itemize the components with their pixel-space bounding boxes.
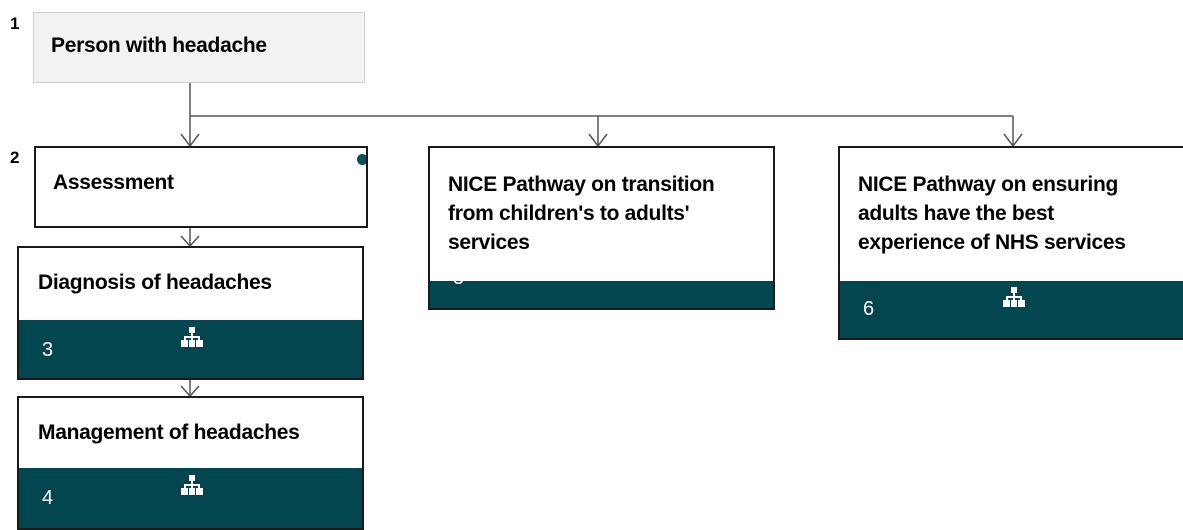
transition-title: NICE Pathway on transition from children…: [448, 170, 715, 257]
assessment-title: Assessment: [53, 171, 174, 194]
management-title: Management of headaches: [38, 421, 300, 444]
assessment-node[interactable]: Assessment: [34, 146, 368, 228]
transition-title-line: from children's to adults': [448, 202, 690, 225]
transition-band: 5: [430, 267, 773, 308]
diagnosis-title: Diagnosis of headaches: [38, 271, 272, 294]
experience-node[interactable]: NICE Pathway on ensuring adults have the…: [838, 146, 1183, 340]
transition-title-line: services: [448, 231, 530, 254]
management-node[interactable]: Management of headaches 4: [17, 396, 364, 530]
info-dot-icon[interactable]: [357, 154, 366, 165]
transition-node[interactable]: NICE Pathway on transition from children…: [428, 146, 775, 310]
diagnosis-band: 3: [19, 320, 362, 378]
experience-band: 6: [840, 281, 1183, 338]
management-band: 4: [19, 468, 362, 528]
experience-number: 6: [863, 298, 875, 320]
pathway-tree-icon[interactable]: [181, 475, 203, 495]
transition-number: 5: [453, 267, 465, 289]
diagnosis-number: 3: [42, 339, 54, 361]
experience-title-line: NICE Pathway on ensuring: [858, 173, 1119, 196]
diagnosis-node[interactable]: Diagnosis of headaches 3: [17, 246, 364, 380]
pathway-tree-icon[interactable]: [181, 327, 203, 347]
pathway-tree-icon[interactable]: [1003, 287, 1025, 307]
experience-title-line: adults have the best: [858, 202, 1054, 225]
experience-title: NICE Pathway on ensuring adults have the…: [858, 170, 1126, 257]
step-number-2: 2: [10, 148, 20, 167]
experience-title-line: experience of NHS services: [858, 231, 1126, 254]
start-node[interactable]: Person with headache: [33, 12, 365, 83]
start-node-title: Person with headache: [51, 34, 267, 57]
step-number-1: 1: [10, 14, 20, 33]
management-number: 4: [42, 487, 54, 509]
transition-title-line: NICE Pathway on transition: [448, 173, 715, 196]
